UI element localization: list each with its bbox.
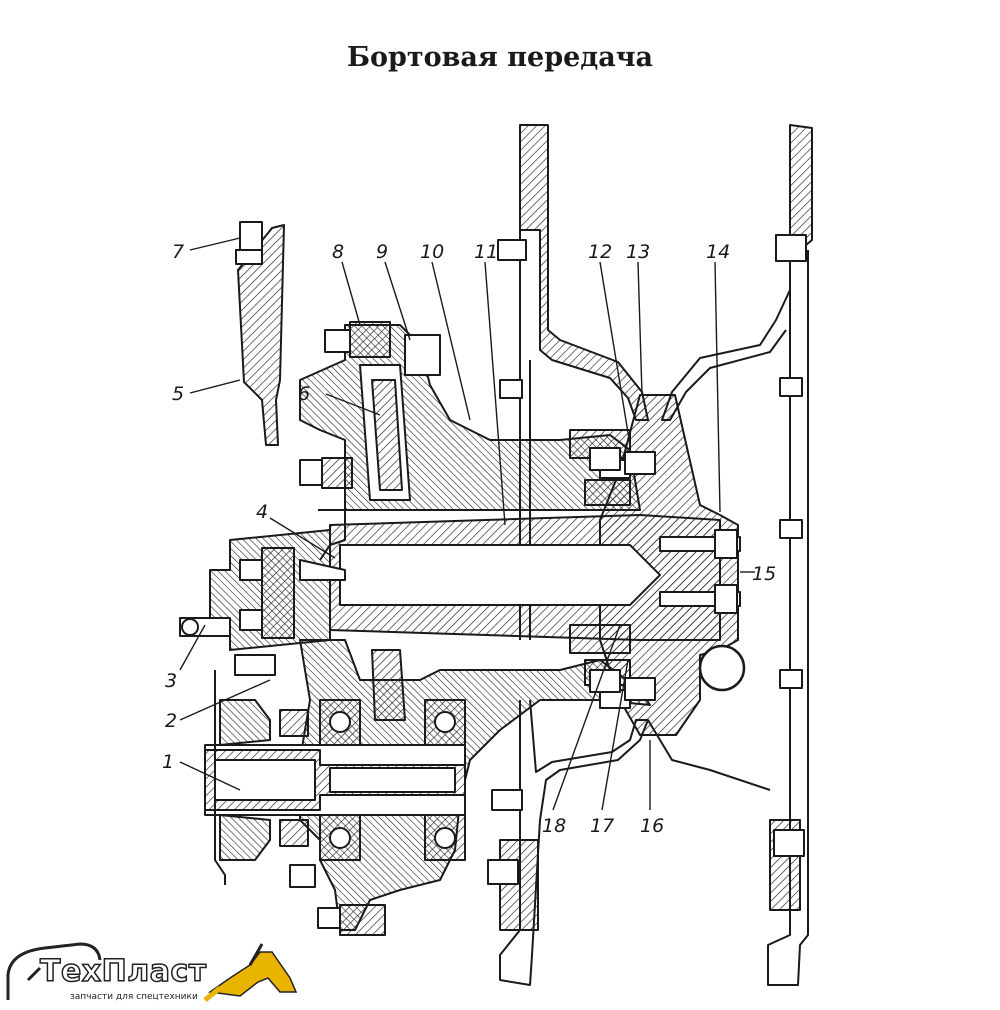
callout-18: 18	[542, 815, 566, 837]
callout-11: 11	[474, 241, 498, 263]
brake-assembly	[179, 529, 346, 651]
callout-12: 12	[588, 241, 612, 263]
callout-3: 3	[165, 670, 177, 692]
callout-4: 4	[256, 501, 268, 523]
sprocket-right	[647, 124, 813, 986]
callout-16: 16	[640, 815, 664, 837]
leader-lines	[179, 237, 755, 811]
logo-subtitle: запчасти для спецтехники	[70, 992, 198, 1002]
axle-shaft	[329, 514, 741, 641]
callout-2: 2	[165, 710, 177, 732]
cover-plate	[235, 221, 285, 446]
countershaft	[204, 670, 466, 885]
bolts	[234, 321, 656, 936]
housing	[299, 324, 651, 931]
callout-15: 15	[752, 563, 776, 585]
callout-14: 14	[706, 241, 730, 263]
callout-9: 9	[376, 241, 388, 263]
callout-5: 5	[172, 383, 184, 405]
callout-7: 7	[172, 241, 184, 263]
techplast-logo	[6, 942, 298, 1002]
callout-1: 1	[162, 751, 174, 773]
callout-6: 6	[298, 383, 310, 405]
logo-brand: ТехПласт	[39, 953, 207, 990]
callout-10: 10	[420, 241, 444, 263]
callout-13: 13	[626, 241, 650, 263]
page-title: Бортовая передача	[346, 42, 654, 73]
callout-17: 17	[590, 815, 614, 837]
callout-8: 8	[332, 241, 344, 263]
